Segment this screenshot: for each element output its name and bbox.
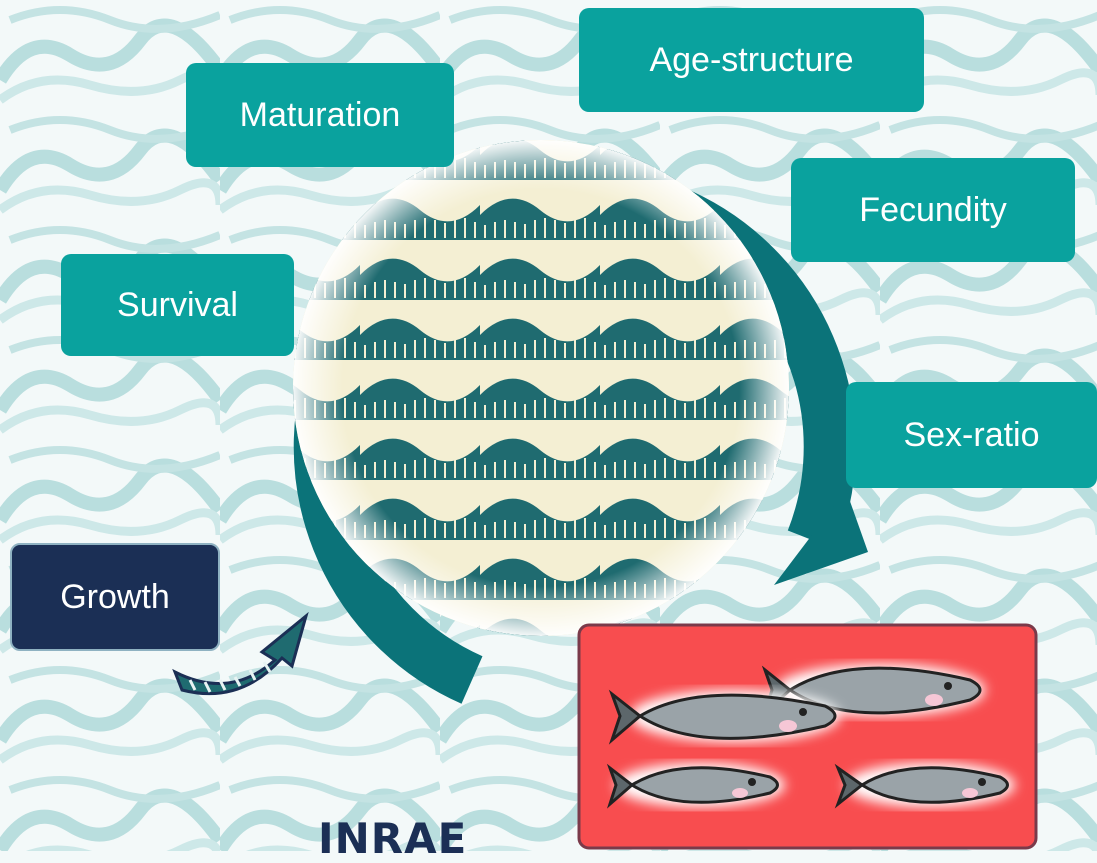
inrae-logo: INRAE: [318, 814, 467, 863]
salmon-image: [579, 625, 1036, 848]
growth-label: Growth: [10, 543, 220, 651]
survival-label: Survival: [61, 254, 294, 356]
age-structure-label: Age-structure: [579, 8, 924, 112]
sex-ratio-label: Sex-ratio: [846, 382, 1097, 488]
fecundity-label: Fecundity: [791, 158, 1075, 262]
maturation-label: Maturation: [186, 63, 454, 167]
ocean-waves-image: [290, 140, 792, 636]
